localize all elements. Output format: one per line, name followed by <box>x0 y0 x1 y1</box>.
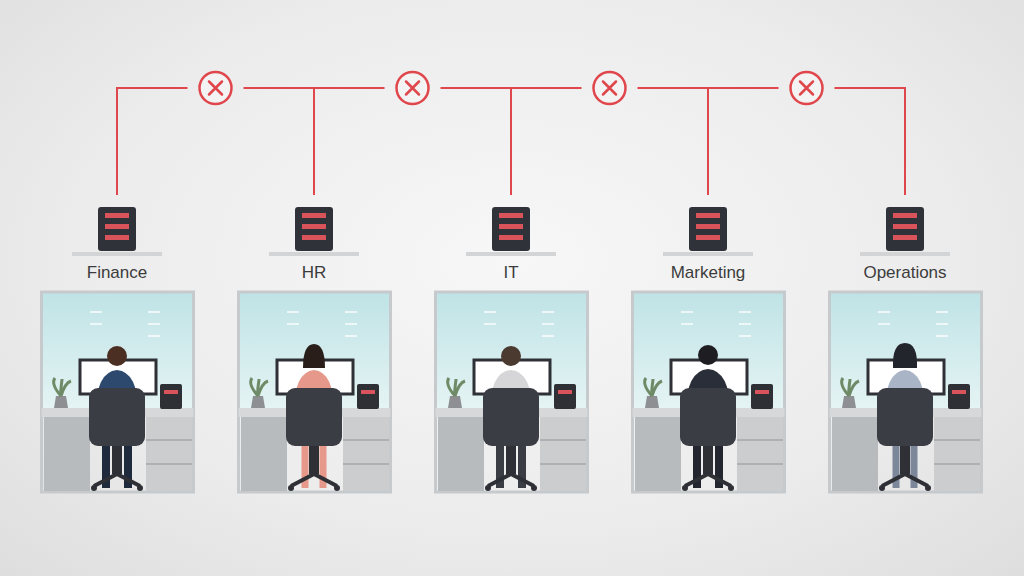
blocked-cross <box>406 82 419 95</box>
blocked-cross <box>603 82 616 95</box>
department-label: Finance <box>35 263 199 283</box>
link-line <box>511 88 582 195</box>
department-label: IT <box>429 263 593 283</box>
department-station: IT <box>429 200 593 495</box>
blocked-symbol <box>791 72 823 104</box>
cubicles <box>42 292 982 492</box>
blocked-link <box>511 72 708 195</box>
link-line <box>708 88 779 195</box>
blocked-symbol <box>397 72 429 104</box>
link-line <box>441 88 512 195</box>
link-line <box>835 88 906 195</box>
blocked-link <box>314 72 511 195</box>
department-station: Finance <box>35 200 199 495</box>
blocked-cross <box>209 82 222 95</box>
blocked-symbol <box>200 72 232 104</box>
department-label: Marketing <box>626 263 790 283</box>
department-station: Operations <box>823 200 987 495</box>
link-line <box>314 88 385 195</box>
blocked-cross <box>800 82 813 95</box>
link-line <box>117 88 188 195</box>
blocked-link <box>708 72 905 195</box>
servers <box>72 207 950 256</box>
chairs <box>89 388 933 491</box>
link-line <box>244 88 315 195</box>
blocked-symbol <box>594 72 626 104</box>
department-station: Marketing <box>626 200 790 495</box>
department-label: HR <box>232 263 396 283</box>
department-label: Operations <box>823 263 987 283</box>
department-station: HR <box>232 200 396 495</box>
link-line <box>638 88 709 195</box>
blocked-link <box>117 72 314 195</box>
